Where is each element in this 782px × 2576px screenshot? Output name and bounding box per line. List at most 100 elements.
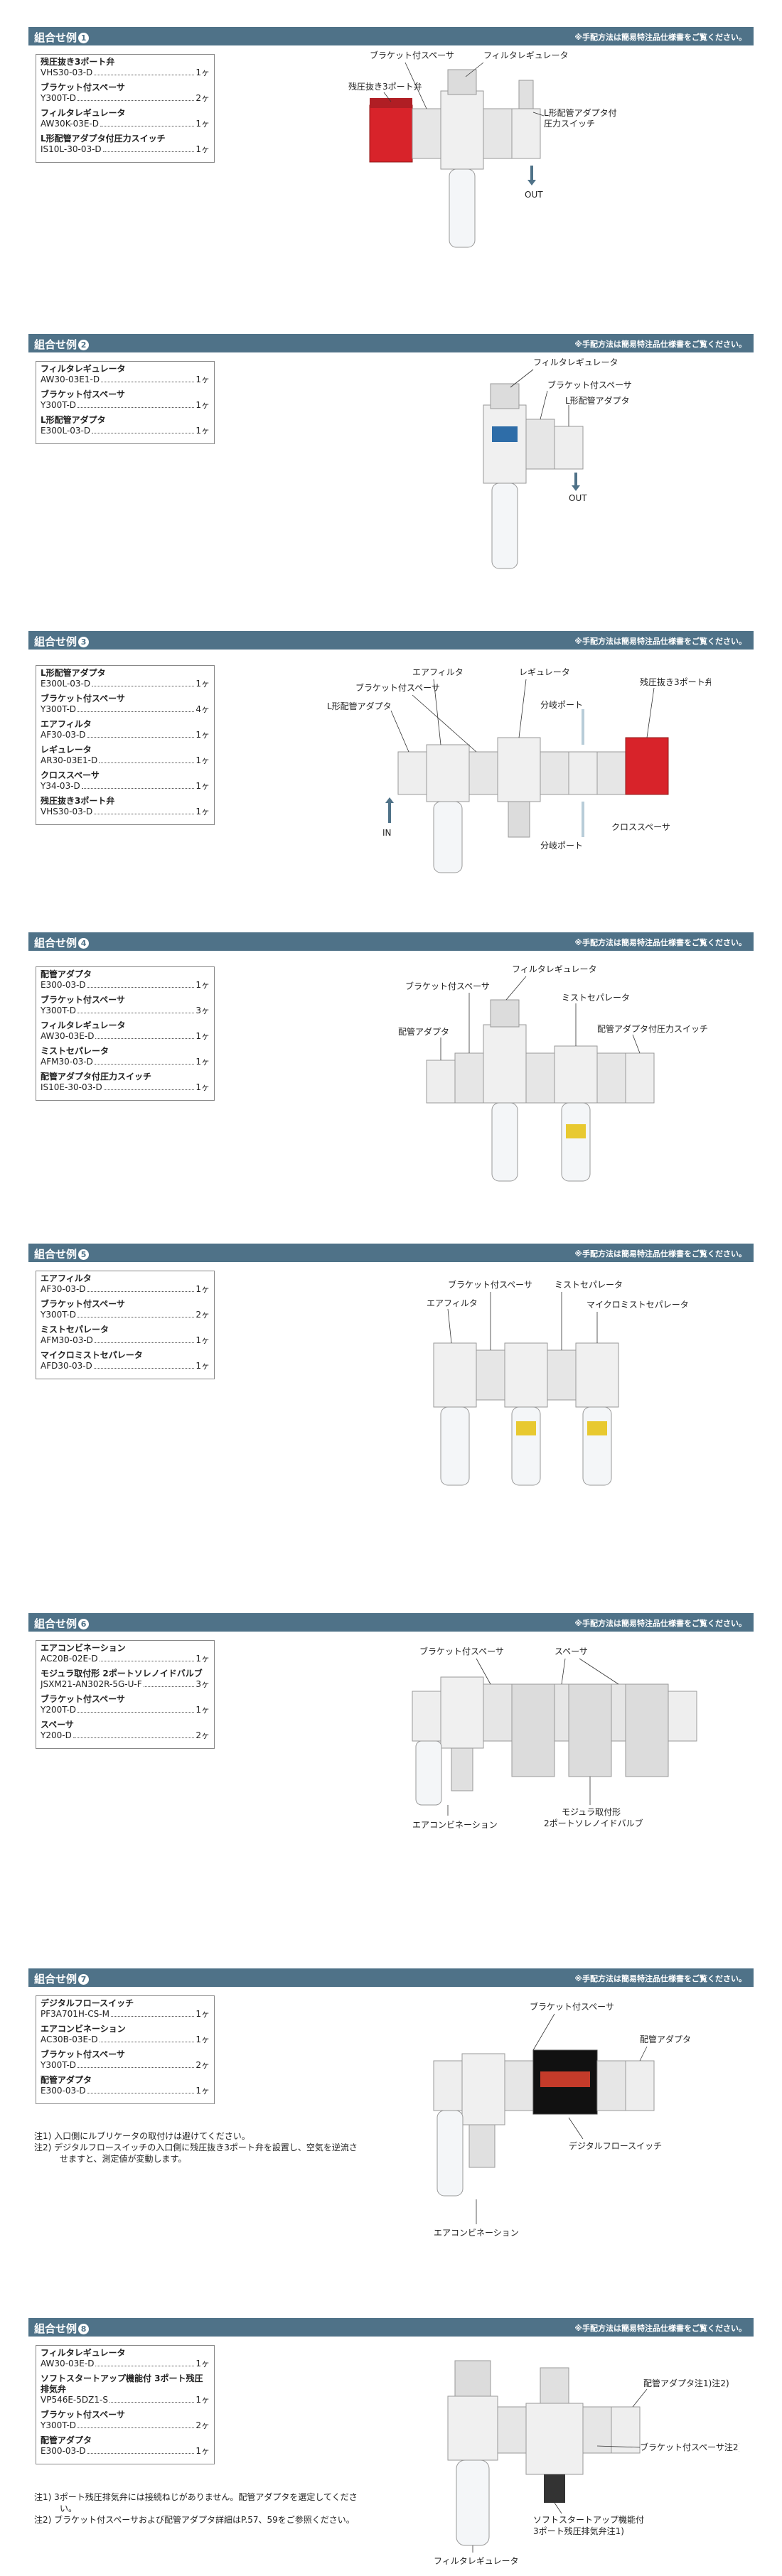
label: 配管アダプタ — [398, 1026, 449, 1037]
assembly-diagram: 配管アダプタ注1)注2) ブラケット付スペーサ注2) ソフトスタートアップ機能付… — [434, 2360, 739, 2566]
label: ソフトスタートアップ機能付 — [533, 2514, 644, 2525]
order-note: ※手配方法は簡易特注品仕様書をご覧ください。 — [574, 1619, 746, 1628]
label: 配管アダプタ — [640, 2034, 691, 2044]
note: 注1) 入口側にルブリケータの取付けは避けてください。 — [34, 2131, 250, 2141]
order-note: ※手配方法は簡易特注品仕様書をご覧ください。 — [574, 340, 746, 349]
label: フィルタレギュレータ — [483, 50, 569, 60]
label: マイクロミストセパレータ — [586, 1300, 689, 1310]
assembly-diagram: フィルタレギュレータ ブラケット付スペーサ ミストセパレータ 配管アダプタ 配管… — [398, 964, 708, 1182]
label: ブラケット付スペーサ — [355, 682, 440, 693]
label: エアフィルタ — [412, 667, 464, 677]
order-note: ※手配方法は簡易特注品仕様書をご覧ください。 — [574, 637, 746, 646]
label: OUT — [569, 493, 587, 503]
label: ブラケット付スペーサ — [405, 981, 490, 991]
note: 注2) ブラケット付スペーサおよび配管アダプタ詳細はP.57、59をご参照くださ… — [34, 2515, 355, 2525]
label: OUT — [525, 190, 543, 200]
label: 2ポートソレノイドバルブ — [544, 1818, 643, 1828]
label: L形配管アダプタ付 — [544, 107, 617, 118]
label: ミストセパレータ — [555, 1280, 623, 1290]
label: ブラケット付スペーサ注2) — [640, 2442, 739, 2452]
order-note: ※手配方法は簡易特注品仕様書をご覧ください。 — [574, 33, 746, 42]
assembly-diagram: ブラケット付スペーサ スペーサ エアコンビネーション モジュラ取付形 2ポートソ… — [412, 1646, 697, 1830]
label: 残圧抜き3ポート弁 — [348, 81, 422, 92]
label: レギュレータ — [519, 667, 570, 677]
order-note: ※手配方法は簡易特注品仕様書をご覧ください。 — [574, 1974, 746, 1983]
order-note: ※手配方法は簡易特注品仕様書をご覧ください。 — [574, 2324, 746, 2333]
label: IN — [382, 828, 392, 838]
label: ブラケット付スペーサ — [547, 379, 632, 390]
note: 注1) 3ポート残圧排気弁には接続ねじがありません。配管アダプタを選定してくださ… — [34, 2492, 358, 2513]
label: ブラケット付スペーサ — [419, 1646, 504, 1656]
label: L形配管アダプタ — [565, 395, 630, 406]
label: フィルタレギュレータ — [533, 357, 618, 367]
label: 残圧抜き3ポート弁 — [640, 677, 711, 687]
label: フィルタレギュレータ — [512, 964, 597, 974]
label: 圧力スイッチ — [544, 119, 595, 129]
order-note: ※手配方法は簡易特注品仕様書をご覧ください。 — [574, 938, 746, 947]
label: ブラケット付スペーサ — [530, 2001, 614, 2012]
assembly-diagram: エアフィルタ レギュレータ ブラケット付スペーサ 残圧抜き3ポート弁 L形配管ア… — [327, 667, 711, 873]
label: L形配管アダプタ — [327, 701, 392, 711]
assembly-diagram: ブラケット付スペーサ ミストセパレータ エアフィルタ マイクロミストセパレータ — [427, 1279, 689, 1486]
notes: 注1) 3ポート残圧排気弁には接続ねじがありません。配管アダプタを選定してくださ… — [34, 2491, 361, 2526]
label: モジュラ取付形 — [562, 1807, 621, 1817]
label: スペーサ — [555, 1647, 588, 1656]
label: 配管アダプタ注1)注2) — [643, 2378, 729, 2388]
label: エアコンビネーション — [434, 2228, 519, 2238]
label: 配管アダプタ付圧力スイッチ — [597, 1023, 708, 1034]
label: フィルタレギュレータ — [434, 2556, 519, 2566]
